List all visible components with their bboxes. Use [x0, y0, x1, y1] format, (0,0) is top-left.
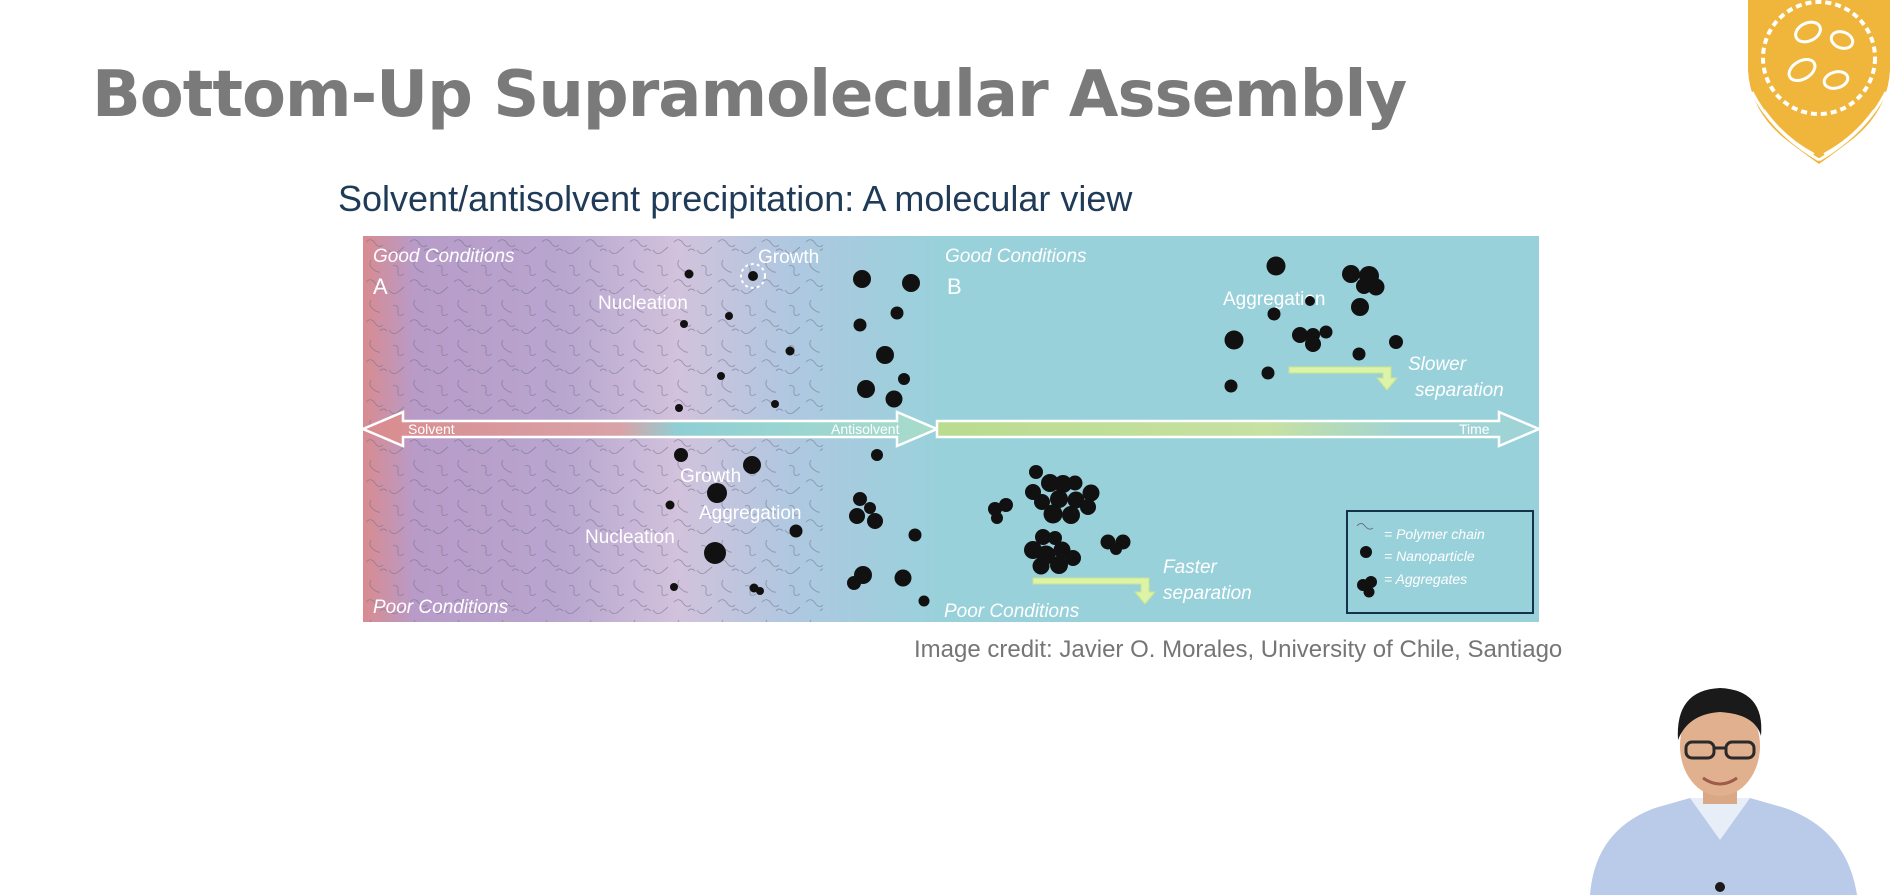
panel-b-letter: B: [947, 274, 962, 299]
time-arrow: [935, 410, 1539, 448]
panel-a-poor-conditions: Poor Conditions: [373, 597, 509, 618]
slower-separation-line1: Slower: [1408, 354, 1467, 375]
faster-separation-line2: separation: [1163, 583, 1252, 604]
legend-nanoparticle: = Nanoparticle: [1384, 548, 1475, 564]
faster-separation-arrow: [1032, 577, 1157, 605]
panel-b-poor-conditions: Poor Conditions: [944, 601, 1080, 622]
hands-holding-cell-logo-icon: [1748, 0, 1890, 164]
legend-aggregates: = Aggregates: [1384, 571, 1467, 587]
panel-b-aggregation: Aggregation: [1223, 289, 1325, 310]
growth-nucleus-glow: [740, 263, 766, 289]
axis-solvent-label: Solvent: [408, 421, 455, 437]
slide-title: Bottom-Up Supramolecular Assembly: [92, 58, 1407, 132]
aggregates-swatch: [1357, 576, 1377, 598]
legend-polymer-chain: = Polymer chain: [1384, 526, 1485, 542]
panel-a-letter: A: [373, 274, 388, 299]
precipitation-figure: Solvent Antisolvent Time Good Conditions…: [363, 236, 1539, 622]
panel-a-growth-top: Growth: [758, 247, 819, 268]
axis-antisolvent-label: Antisolvent: [831, 421, 900, 437]
panel-b-good-conditions: Good Conditions: [945, 246, 1087, 267]
presenter-video-icon: [1590, 688, 1857, 895]
panel-a-good-conditions: Good Conditions: [373, 246, 515, 267]
panel-b-particles: [988, 256, 1403, 575]
panel-a-aggregation-bottom: Aggregation: [699, 503, 801, 524]
axis-time-label: Time: [1459, 421, 1490, 437]
slower-separation-line2: separation: [1415, 380, 1504, 401]
image-credit: Image credit: Javier O. Morales, Univers…: [914, 636, 1563, 663]
legend-box: [1346, 510, 1534, 614]
slide-subtitle: Solvent/antisolvent precipitation: A mol…: [338, 178, 1133, 219]
nanoparticle-swatch: [1360, 546, 1372, 558]
slower-separation-arrow: [1288, 366, 1399, 391]
panel-a-growth-bottom: Growth: [680, 466, 741, 487]
panel-a-nucleation-top: Nucleation: [598, 293, 688, 314]
panel-a-particles: [665, 269, 930, 607]
polymer-chain-swatch: [1356, 523, 1374, 530]
panel-a-nucleation-bottom: Nucleation: [585, 527, 675, 548]
faster-separation-line1: Faster: [1163, 557, 1218, 578]
